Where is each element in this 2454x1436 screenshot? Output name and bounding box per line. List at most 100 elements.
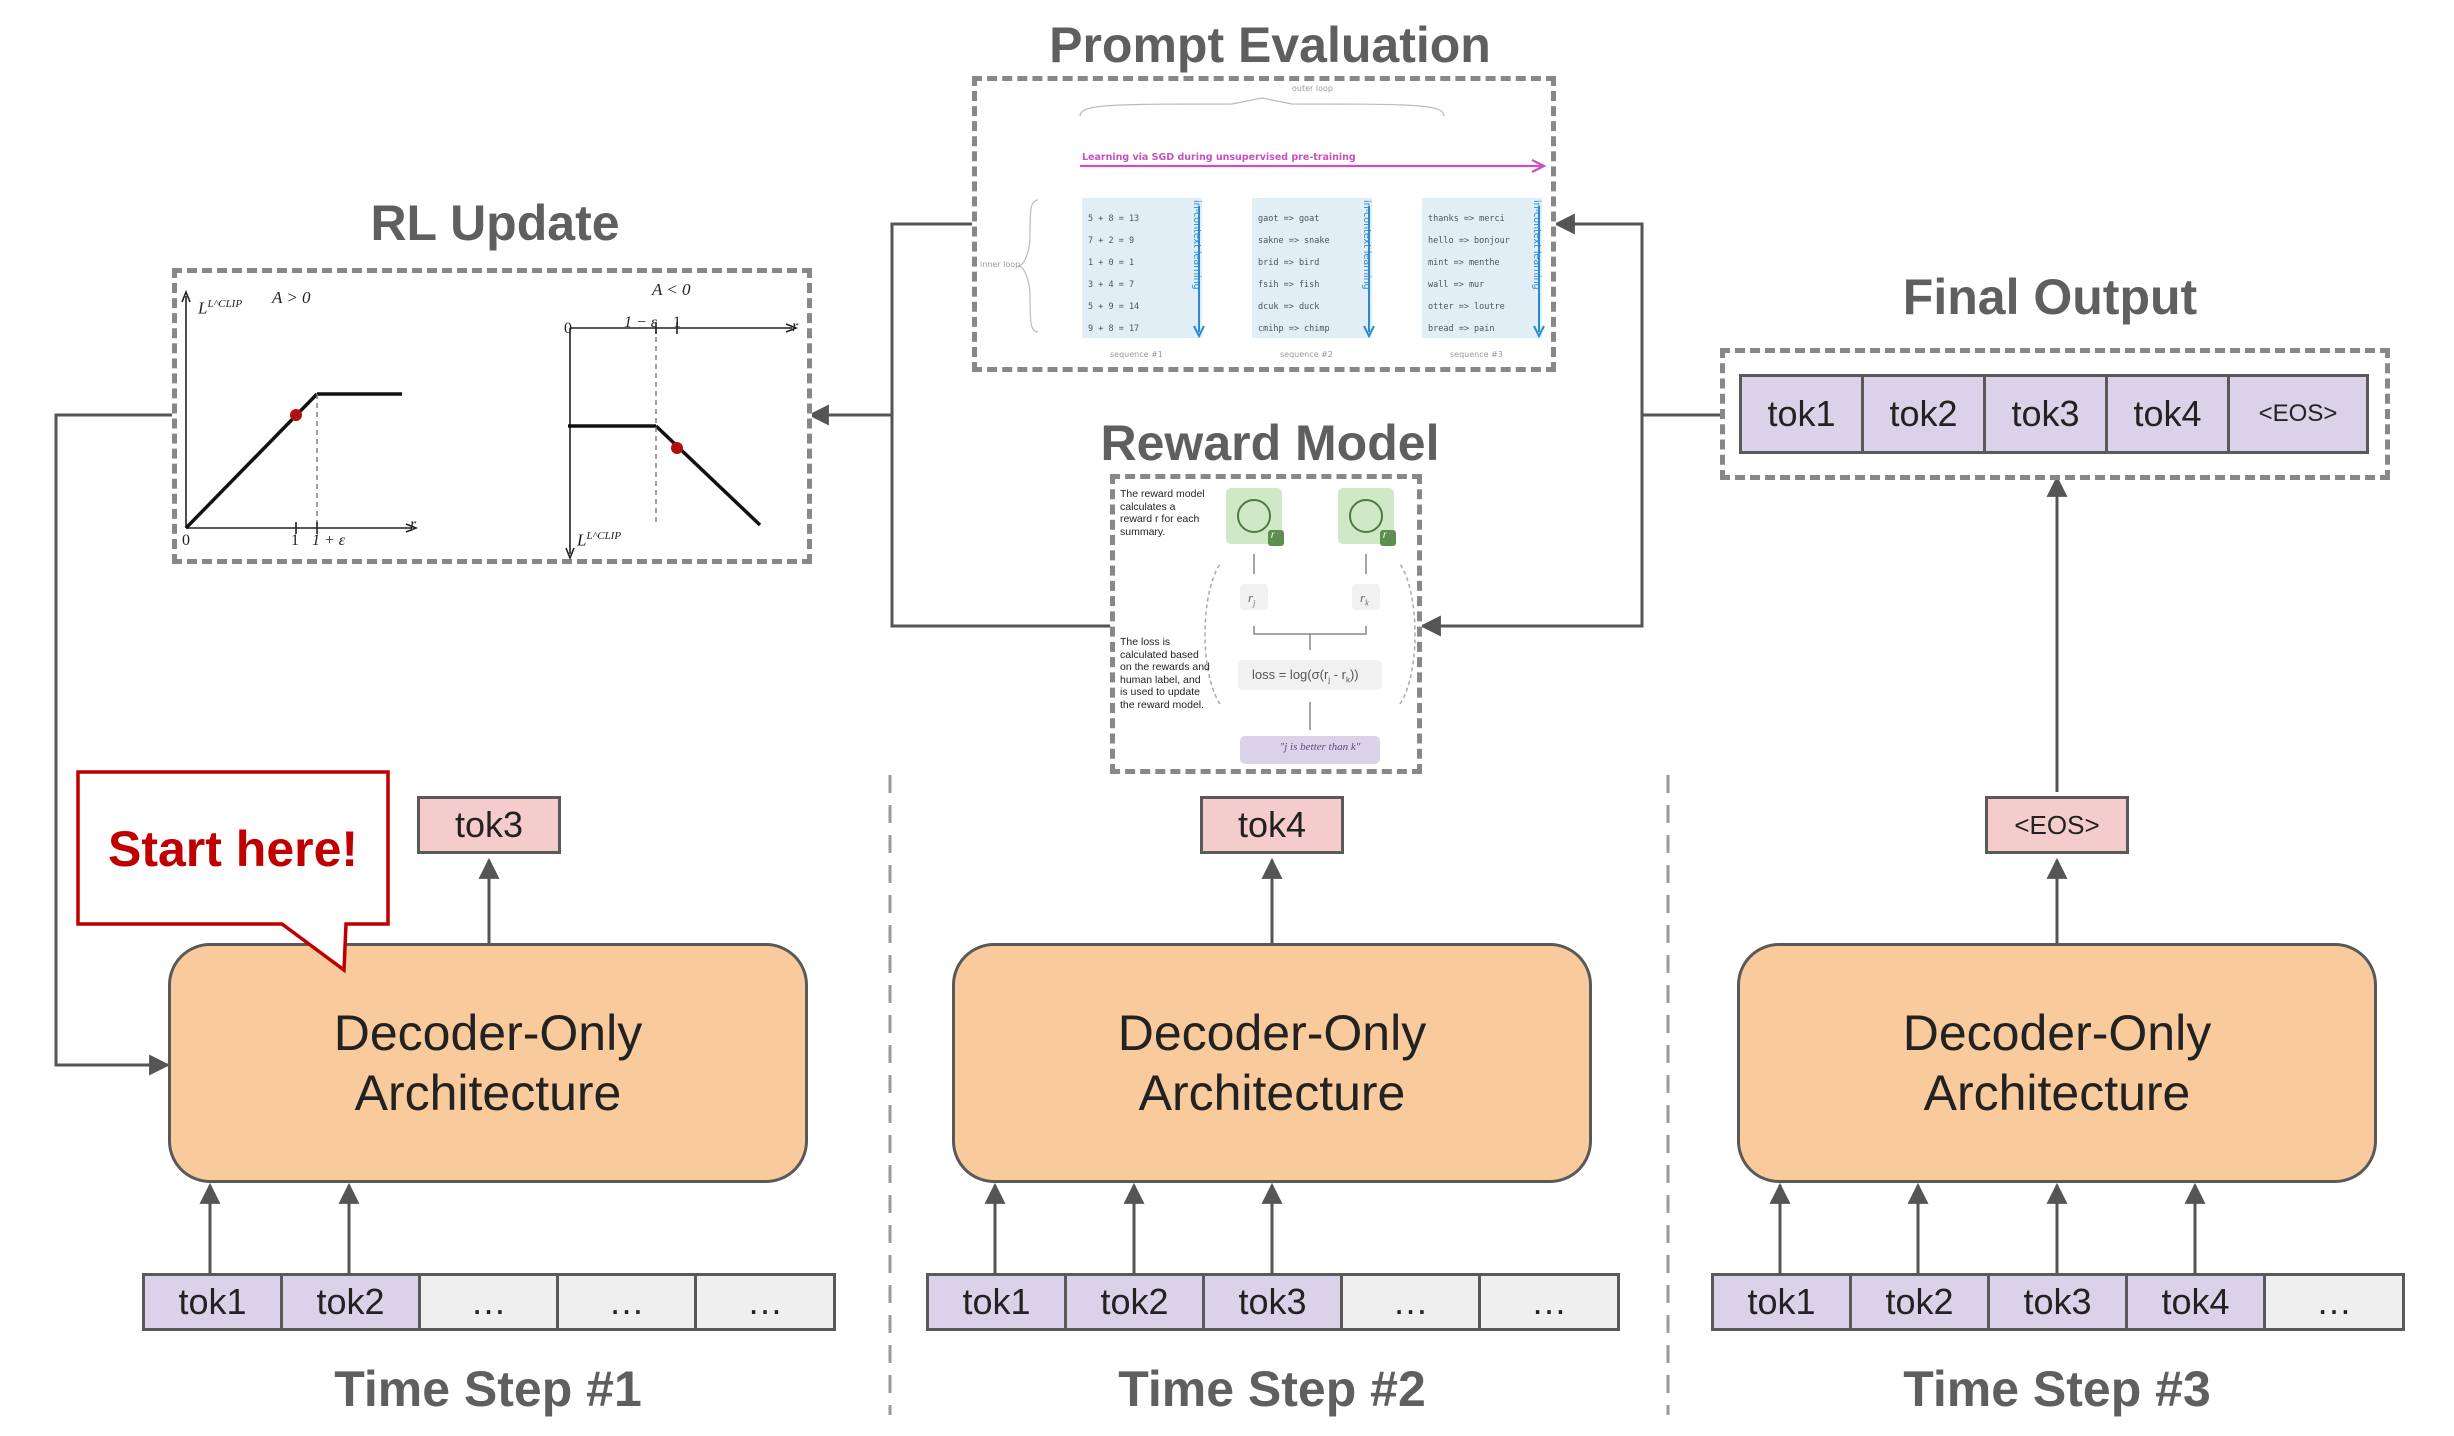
input-token: tok2 [283, 1276, 421, 1328]
reward-r-left: rj [1248, 590, 1256, 608]
reward-loss-formula: loss = log(σ(rj - rk)) [1252, 667, 1359, 685]
input-token-placeholder: … [2266, 1276, 2402, 1328]
plot-right-tick-0: 0 [564, 320, 572, 337]
step3-input-tokens: tok1 tok2 tok3 tok4 … [1711, 1273, 2405, 1331]
seq2-line: sakne => snake [1258, 236, 1330, 246]
plot-left-condition: A > 0 [272, 288, 311, 307]
decoder-label: Decoder-Only Architecture [1902, 1005, 2212, 1121]
input-token-placeholder: … [1481, 1276, 1617, 1328]
step1-output-token: tok3 [417, 796, 561, 854]
input-token-placeholder: … [421, 1276, 559, 1328]
decoder-label: Decoder-Only Architecture [1117, 1005, 1427, 1121]
seq1-line: 5 + 8 = 13 [1088, 214, 1140, 224]
sequence-3-label: sequence #3 [1450, 350, 1503, 359]
start-here-text: Start here! [108, 821, 359, 877]
in-context-label-1: in-context learning [1191, 200, 1202, 290]
plot-right-tick-1-minus-eps: 1 − ε [624, 314, 658, 331]
input-token-placeholder: … [1343, 1276, 1481, 1328]
plot-right-tick-1: 1 [673, 314, 681, 331]
reward-model-figure [1204, 488, 1416, 764]
reward-badge-right: r [1383, 530, 1387, 541]
sequence-1-label: sequence #1 [1110, 350, 1163, 359]
final-token: tok3 [1986, 377, 2108, 451]
sequence-2: gaot => goat sakne => snake brid => bird… [1258, 208, 1330, 340]
reward-human-label: "j is better than k" [1279, 741, 1361, 753]
step1-input-tokens: tok1 tok2 … … … [142, 1273, 836, 1331]
seq1-line: 1 + 0 = 1 [1088, 258, 1135, 268]
reward-r-right: rk [1360, 590, 1369, 608]
input-token: tok2 [1067, 1276, 1205, 1328]
sequence-1: 5 + 8 = 13 7 + 2 = 9 1 + 0 = 1 3 + 4 = 7… [1088, 208, 1139, 340]
input-token: tok2 [1852, 1276, 1990, 1328]
reward-note-1: The reward model calculates a reward r f… [1120, 488, 1205, 538]
input-token: tok1 [145, 1276, 283, 1328]
final-token: tok1 [1742, 377, 1864, 451]
seq2-line: cmihp => chimp [1258, 324, 1330, 334]
input-token: tok3 [1205, 1276, 1343, 1328]
time-step-3-title: Time Step #3 [1903, 1361, 2211, 1417]
inner-loop-label: inner loop [980, 260, 1021, 269]
seq3-line: bread => pain [1428, 324, 1495, 334]
plot-right-xlabel: r [792, 318, 799, 335]
outer-loop-label: outer loop [1292, 84, 1333, 93]
input-token: tok1 [929, 1276, 1067, 1328]
step1-decoder-block: Decoder-Only Architecture [168, 943, 808, 1183]
in-context-label-2: in-context learning [1361, 200, 1372, 290]
decoder-label: Decoder-Only Architecture [333, 1005, 643, 1121]
seq2-line: dcuk => duck [1258, 302, 1320, 312]
plot-left-tick-1: 1 [291, 532, 299, 549]
seq1-line: 3 + 4 = 7 [1088, 280, 1135, 290]
clip-plot-positive-advantage [181, 289, 419, 534]
plot-left-tick-0: 0 [182, 532, 190, 549]
reward-badge-left: r [1271, 530, 1275, 541]
prompt-eval-figure [1017, 97, 1547, 339]
final-output-title: Final Output [1902, 269, 2198, 325]
rl-clip-plots [181, 289, 799, 561]
plot-left-xlabel: r [410, 516, 417, 533]
seq3-line: wall => mur [1428, 280, 1485, 290]
step2-output-token: tok4 [1200, 796, 1344, 854]
rl-update-panel [172, 268, 812, 564]
plot-right-condition: A < 0 [652, 280, 691, 299]
plot-right-ylabel: LL^CLIP [577, 530, 622, 550]
prompt-evaluation-title: Prompt Evaluation [1049, 17, 1491, 73]
seq3-line: thanks => merci [1428, 214, 1505, 224]
seq1-line: 7 + 2 = 9 [1088, 236, 1135, 246]
sgd-arrow-label: Learning via SGD during unsupervised pre… [1082, 152, 1356, 163]
seq2-line: gaot => goat [1258, 214, 1320, 224]
input-token: tok1 [1714, 1276, 1852, 1328]
in-context-label-3: in-context learning [1531, 200, 1542, 290]
final-token: tok4 [2108, 377, 2230, 451]
step3-decoder-block: Decoder-Only Architecture [1737, 943, 2377, 1183]
clip-plot-negative-advantage [565, 322, 799, 561]
seq3-line: otter => loutre [1428, 302, 1505, 312]
rl-update-title: RL Update [370, 195, 620, 251]
final-token-eos: <EOS> [2230, 377, 2366, 451]
reward-model-title: Reward Model [1100, 415, 1440, 471]
input-token: tok3 [1990, 1276, 2128, 1328]
final-output-tokens: tok1 tok2 tok3 tok4 <EOS> [1739, 374, 2369, 454]
reward-note-2: The loss is calculated based on the rewa… [1120, 636, 1210, 711]
plot-left-ylabel: LL^CLIP [198, 298, 243, 318]
sequence-2-label: sequence #2 [1280, 350, 1333, 359]
time-step-1-title: Time Step #1 [334, 1361, 642, 1417]
seq3-line: hello => bonjour [1428, 236, 1510, 246]
sequence-3: thanks => merci hello => bonjour mint =>… [1428, 208, 1510, 340]
step2-decoder-block: Decoder-Only Architecture [952, 943, 1592, 1183]
start-here-callout [76, 770, 390, 974]
seq1-line: 5 + 9 = 14 [1088, 302, 1140, 312]
step3-output-token: <EOS> [1985, 796, 2129, 854]
seq2-line: fsih => fish [1258, 280, 1320, 290]
seq1-line: 9 + 8 = 17 [1088, 324, 1140, 334]
plot-left-tick-1-plus-eps: 1 + ε [312, 532, 346, 549]
step2-input-tokens: tok1 tok2 tok3 … … [926, 1273, 1620, 1331]
input-token-placeholder: … [697, 1276, 833, 1328]
seq3-line: mint => menthe [1428, 258, 1500, 268]
seq2-line: brid => bird [1258, 258, 1320, 268]
input-token-placeholder: … [559, 1276, 697, 1328]
final-token: tok2 [1864, 377, 1986, 451]
input-token: tok4 [2128, 1276, 2266, 1328]
time-step-2-title: Time Step #2 [1118, 1361, 1426, 1417]
